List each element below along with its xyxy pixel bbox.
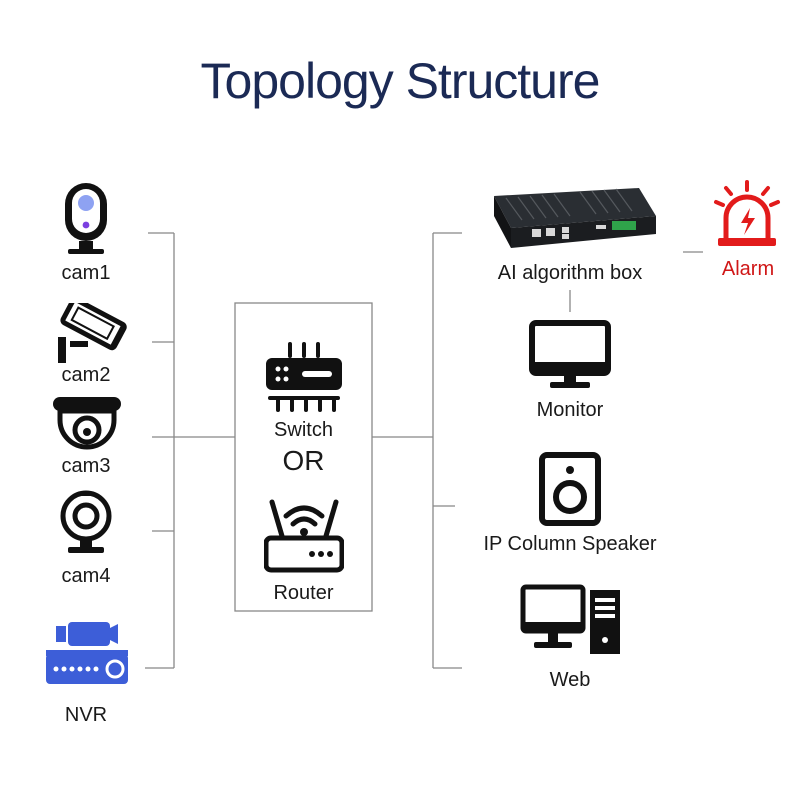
switch-icon [266, 342, 342, 412]
cam3-label: cam3 [61, 455, 111, 477]
switch-label: Switch [274, 419, 333, 441]
monitor-label: Monitor [536, 399, 604, 421]
cam1-label: cam1 [61, 262, 111, 284]
cam2-label: cam2 [61, 364, 111, 386]
desktop-computer-icon [520, 584, 620, 654]
web-label: Web [549, 669, 591, 691]
speaker-label: IP Column Speaker [483, 533, 657, 555]
page-title: Topology Structure [200, 53, 601, 109]
ai-box-icon [494, 188, 656, 248]
dome-camera-icon [65, 183, 107, 254]
alarm-label: Alarm [721, 258, 775, 280]
bullet-camera-icon [58, 303, 127, 363]
nvr-recorder-icon [46, 622, 128, 684]
router-icon [264, 499, 344, 573]
speaker-icon [539, 452, 601, 526]
ceiling-dome-camera-icon [53, 397, 121, 450]
monitor-icon [529, 320, 611, 388]
ai-box-label: AI algorithm box [497, 262, 643, 284]
nvr-label: NVR [64, 704, 108, 726]
network-box [234, 302, 373, 612]
router-label: Router [273, 582, 334, 604]
webcam-icon [60, 490, 112, 553]
cam4-label: cam4 [61, 565, 111, 587]
or-label: OR [282, 445, 325, 476]
alarm-siren-icon [714, 180, 780, 246]
